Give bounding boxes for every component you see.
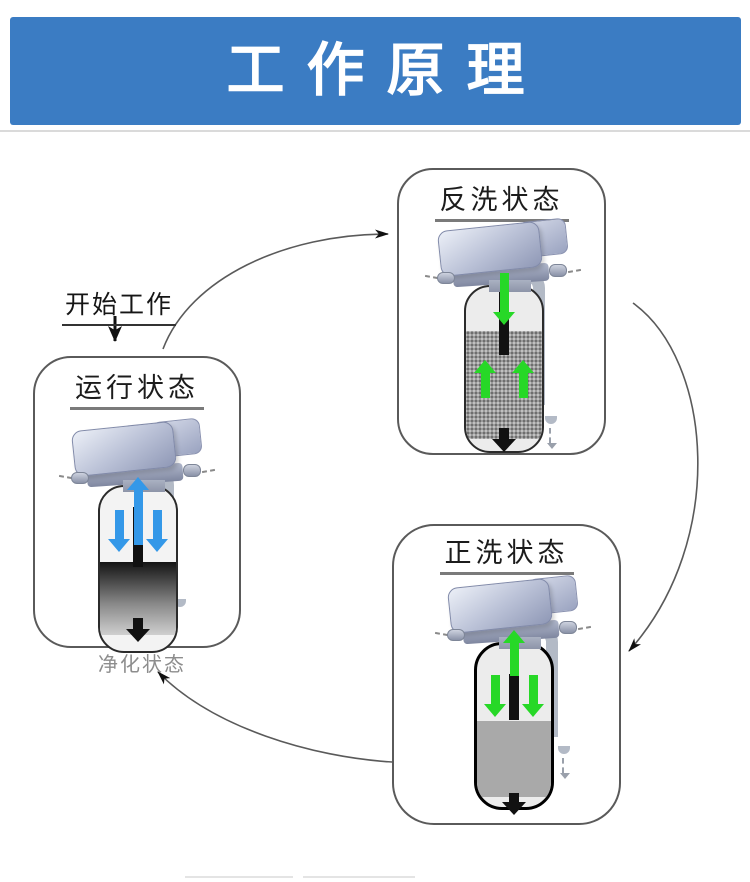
port-dash-right: [577, 625, 592, 631]
flow-down-arrow-icon: [146, 510, 168, 552]
port-dash-right: [201, 468, 216, 474]
arrow-forward-to-purified-icon: [157, 671, 393, 763]
valve-fitting-left: [437, 272, 455, 284]
panel-running-title: 运行状态: [35, 366, 239, 410]
media-bed: [477, 721, 551, 797]
flow-down-arrow-icon: [493, 273, 515, 325]
page-title-banner: 工作原理: [10, 17, 741, 125]
flow-down-arrow-icon: [108, 510, 130, 552]
filter-tank: [474, 642, 554, 810]
bottom-section-fragment: [303, 876, 415, 878]
valve-fitting-left: [447, 629, 465, 641]
page-title: 工作原理: [226, 38, 547, 103]
drain-arrow-icon: [126, 618, 150, 642]
flow-up-arrow-icon: [127, 477, 149, 545]
port-dash-right: [567, 268, 582, 274]
start-work-label: 开始工作: [62, 285, 177, 326]
valve-fitting-left: [71, 472, 89, 484]
flow-down-arrow-icon: [522, 675, 544, 717]
arrow-running-to-backwash-icon: [162, 229, 389, 350]
panel-running: 运行状态: [33, 356, 241, 653]
bottom-section-fragment: [185, 876, 293, 878]
drain-drip-icon: [547, 428, 557, 449]
outlet-pipe-cap: [558, 746, 570, 754]
drain-arrow-icon: [492, 428, 516, 452]
purified-state-label: 净化状态: [98, 654, 186, 676]
drain-arrow-icon: [502, 793, 526, 815]
media-bed: [466, 331, 542, 439]
panel-forward-wash: 正洗状态: [392, 524, 621, 825]
filter-device-forward-wash: [434, 574, 609, 822]
panel-forward-wash-title: 正洗状态: [394, 531, 619, 575]
valve-fitting-right: [559, 621, 577, 634]
filter-device-running: [58, 417, 233, 665]
flow-up-arrow-icon: [474, 360, 496, 398]
panel-backwash-title: 反洗状态: [399, 178, 604, 222]
riser-tube: [509, 674, 519, 720]
arrow-backwash-to-forward-icon: [628, 302, 699, 652]
flow-up-arrow-icon: [503, 630, 525, 676]
panel-backwash: 反洗状态: [397, 168, 606, 455]
outlet-pipe-cap: [174, 599, 186, 607]
header-divider: [0, 130, 750, 132]
flow-down-arrow-icon: [484, 675, 506, 717]
drain-drip-icon: [560, 758, 570, 779]
flow-up-arrow-icon: [512, 360, 534, 398]
filter-device-backwash: [424, 217, 599, 465]
outlet-pipe-cap: [545, 416, 557, 424]
valve-fitting-right: [183, 464, 201, 477]
valve-fitting-right: [549, 264, 567, 277]
